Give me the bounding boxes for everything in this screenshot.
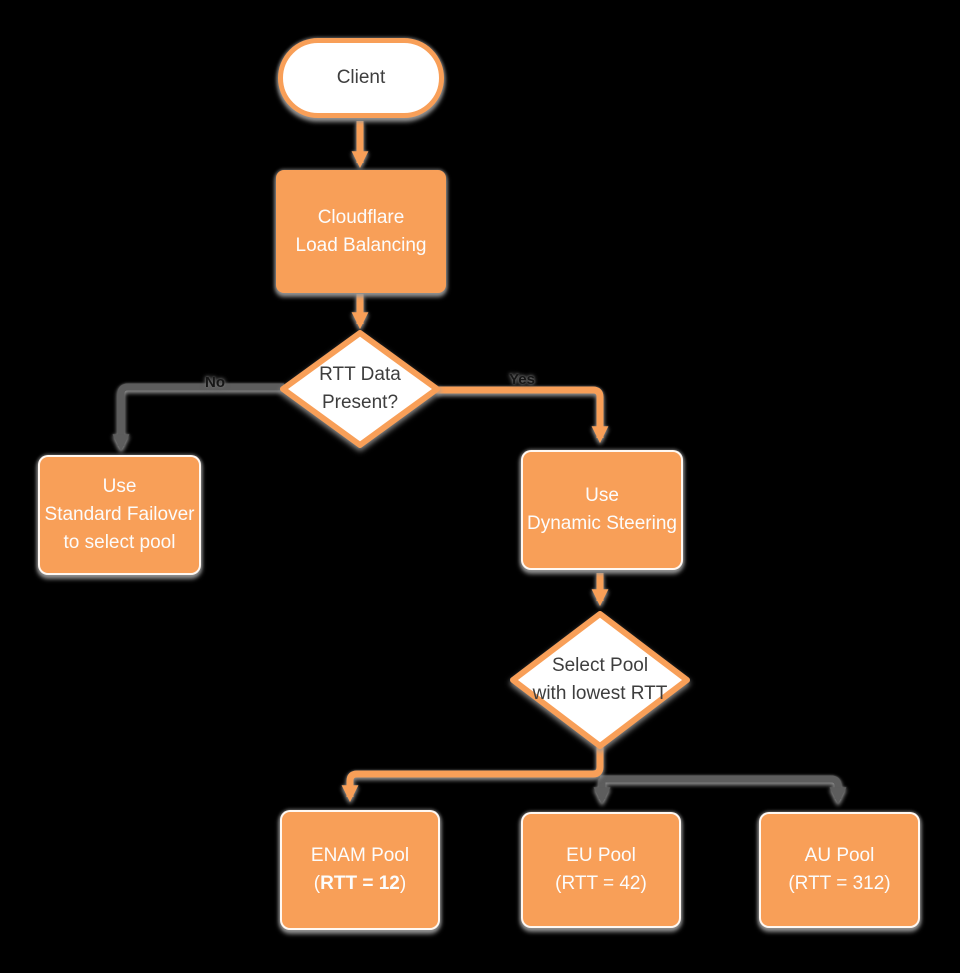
connector-enam-pool: [341, 746, 604, 803]
node-standard-failover-line1: Use: [102, 476, 137, 497]
edge-label-yes: Yes: [509, 371, 535, 388]
node-rtt-decision-line1: RTT Data: [319, 364, 401, 385]
node-eu-pool: EU Pool (RTT = 42): [521, 812, 681, 928]
node-standard-failover-line2: Standard Failover: [44, 504, 195, 525]
node-pool-decision-line1: Select Pool: [551, 655, 649, 676]
node-dynamic-steering-line2: Dynamic Steering: [527, 513, 677, 534]
node-enam-pool-line1: ENAM Pool: [310, 845, 410, 866]
node-rtt-decision-line2: Present?: [321, 392, 399, 413]
node-enam-pool: ENAM Pool (RTT = 12): [280, 810, 440, 930]
node-rtt-decision: RTT Data Present?: [280, 330, 440, 448]
pool-decision-shape: [510, 611, 690, 749]
node-dynamic-steering: Use Dynamic Steering: [521, 450, 683, 570]
node-au-pool-line2: (RTT = 312): [788, 873, 891, 894]
node-pool-decision-line2: with lowest RTT: [532, 683, 668, 704]
node-client-label: Client: [336, 67, 386, 88]
node-load-balancer-line2: Load Balancing: [295, 234, 427, 256]
edge-label-no: No: [205, 374, 225, 391]
node-load-balancer: Cloudflare Load Balancing: [276, 170, 446, 293]
rtt-decision-shape: [280, 330, 440, 448]
node-standard-failover-line3: to select pool: [63, 532, 176, 553]
node-eu-pool-line2: (RTT = 42): [555, 873, 647, 894]
node-standard-failover: Use Standard Failover to select pool: [38, 455, 201, 575]
node-pool-decision: Select Pool with lowest RTT: [510, 611, 690, 749]
connector-no-branch: [112, 383, 284, 452]
node-au-pool-line1: AU Pool: [804, 845, 875, 866]
node-au-pool: AU Pool (RTT = 312): [759, 812, 920, 928]
node-eu-pool-line1: EU Pool: [566, 845, 636, 866]
connector-au-pool: [600, 775, 847, 805]
connector-yes-branch: [436, 386, 609, 444]
node-dynamic-steering-line1: Use: [585, 485, 619, 506]
node-load-balancer-line1: Cloudflare: [317, 206, 405, 228]
node-enam-pool-line2: (RTT = 12): [313, 873, 407, 894]
enam-rtt-bold: RTT = 12: [320, 873, 400, 894]
node-client: Client: [278, 38, 444, 118]
